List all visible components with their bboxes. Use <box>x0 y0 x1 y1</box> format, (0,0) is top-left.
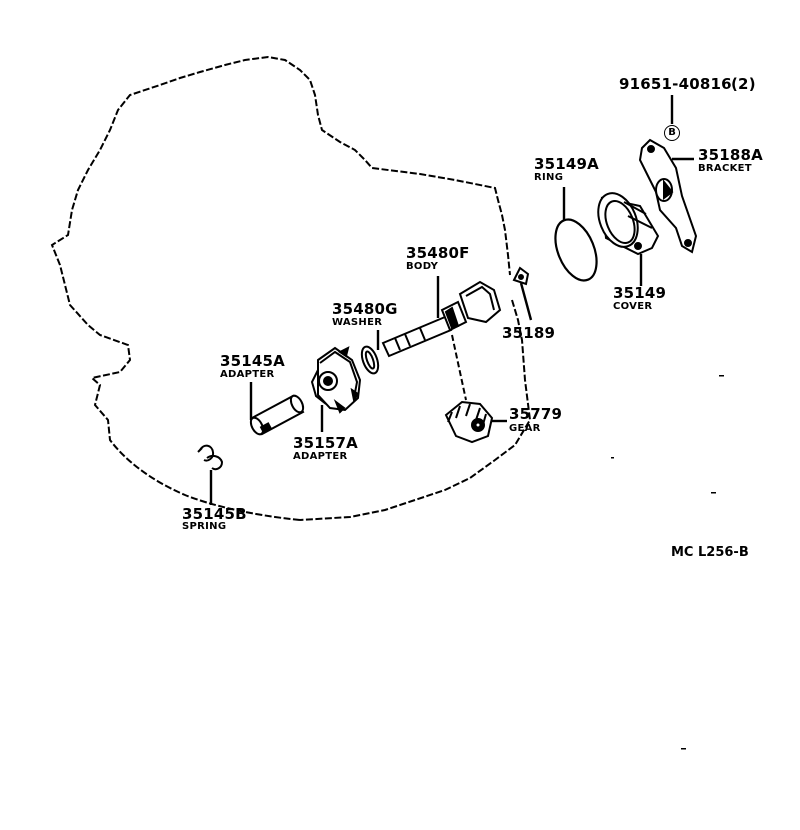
adapter-sleeve-part <box>249 394 305 436</box>
bracket-part-name: BRACKET <box>698 163 752 174</box>
ring-part-name: RING <box>534 172 564 183</box>
ring-part <box>554 218 598 282</box>
cover-part-name: COVER <box>613 301 653 312</box>
speck <box>611 457 614 459</box>
spring-part-name: SPRING <box>182 521 227 532</box>
washer-part-name: WASHER <box>332 317 383 328</box>
adapter-sleeve-part-number[interactable]: 35145A <box>220 352 285 370</box>
clip-part-number[interactable]: 35189 <box>502 324 556 342</box>
speck <box>681 748 686 750</box>
cover-part-number[interactable]: 35149 <box>613 284 667 302</box>
washer-part-number[interactable]: 35480G <box>332 300 398 318</box>
adapter-housing-part <box>310 346 362 414</box>
bracket-part <box>638 138 698 254</box>
bolt-badge: B <box>664 125 680 141</box>
cover-part <box>597 192 660 256</box>
speck <box>711 492 716 494</box>
diagram-code: MC L256-B <box>671 545 749 560</box>
body-shaft-part <box>381 280 502 358</box>
ring-part-number[interactable]: 35149A <box>534 155 599 173</box>
clip-part <box>512 266 530 286</box>
gear-part <box>444 400 494 444</box>
gear-part-number[interactable]: 35779 <box>509 405 563 423</box>
gear-alignment-dashed <box>451 334 467 401</box>
speck <box>719 375 724 377</box>
transmission-housing-outline <box>50 55 532 521</box>
gear-part-name: GEAR <box>509 423 541 434</box>
adapter-sleeve-part-name: ADAPTER <box>220 369 275 380</box>
body-part-number[interactable]: 35480F <box>406 244 470 262</box>
bolt-part-number[interactable]: 91651-40816 <box>619 75 732 93</box>
adapter-housing-part-name: ADAPTER <box>293 451 348 462</box>
clip-leader <box>519 282 533 321</box>
bracket-part-number[interactable]: 35188A <box>698 146 763 164</box>
washer-part <box>360 345 380 375</box>
spring-part-number[interactable]: 35145B <box>182 505 247 523</box>
body-part-name: BODY <box>406 261 439 272</box>
bolt-quantity: (2) <box>731 75 756 93</box>
adapter-housing-part-number[interactable]: 35157A <box>293 434 358 452</box>
spring-part <box>197 444 224 471</box>
